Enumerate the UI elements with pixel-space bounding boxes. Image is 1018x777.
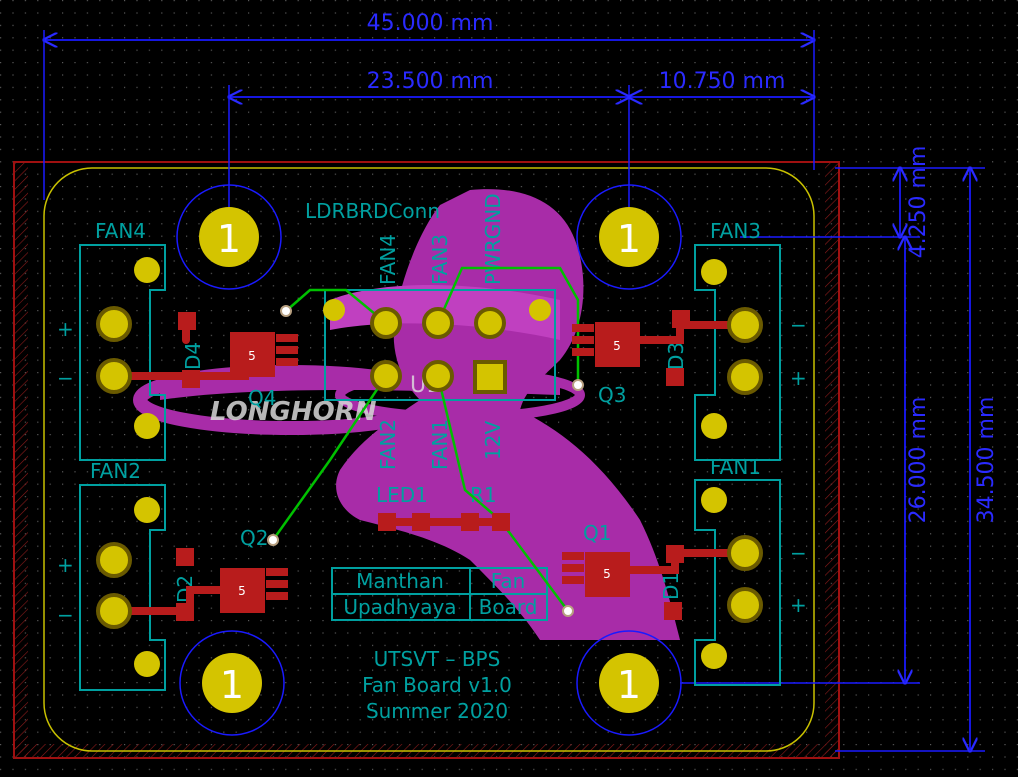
svg-text:1: 1: [617, 663, 641, 707]
pin-fan3-label: FAN3: [428, 234, 452, 285]
fan3-label: FAN3: [710, 219, 761, 243]
q3-label: Q3: [598, 383, 626, 407]
dim-hole-span-vertical: 26.000 mm: [906, 397, 931, 524]
name-fan: Fan: [491, 569, 526, 593]
silk-line1: UTSVT – BPS: [374, 647, 501, 671]
pin-fan1-label: FAN1: [428, 419, 452, 470]
name-board: Board: [479, 595, 538, 619]
led1-label: LED1: [376, 483, 428, 507]
dimensions: [44, 30, 985, 751]
main-connector-outline: [324, 289, 556, 401]
fan2-outline: [79, 484, 166, 691]
fan1-minus: −: [790, 541, 807, 565]
dim-top-offset: 4.250 mm: [906, 146, 931, 259]
logo-text: LONGHORN: [210, 397, 377, 427]
name-first: Manthan: [356, 569, 444, 593]
svg-text:1: 1: [217, 217, 241, 261]
d3-label: D3: [664, 342, 688, 370]
fan4-outline: [79, 244, 166, 461]
fan3-outline: [694, 244, 781, 461]
pin-fan2-label: FAN2: [376, 419, 400, 470]
fan4-minus: −: [57, 366, 74, 390]
fan2-plus: +: [57, 553, 74, 577]
silk-line3: Summer 2020: [366, 699, 508, 723]
fan2-minus: −: [57, 603, 74, 627]
dim-hole-span-right: 10.750 mm: [659, 69, 786, 94]
q2-fet: 5: [220, 568, 288, 613]
svg-text:1: 1: [220, 663, 244, 707]
dim-hole-span-left: 23.500 mm: [367, 69, 494, 94]
fan3-minus: −: [790, 313, 807, 337]
fan3-plus: +: [790, 366, 807, 390]
fan1-plus: +: [790, 593, 807, 617]
main-connector-label: LDRBRDConn: [305, 199, 440, 223]
fan1-label: FAN1: [710, 455, 761, 479]
d4-label: D4: [181, 342, 205, 370]
mounting-hole-br[interactable]: 1: [576, 630, 682, 736]
dim-overall-height: 34.500 mm: [974, 397, 999, 524]
fan4-label: FAN4: [95, 219, 146, 243]
mounting-hole-tr[interactable]: 1: [576, 184, 682, 290]
svg-text:5: 5: [248, 349, 256, 363]
pin-pwrgnd-label: PWRGND: [481, 193, 505, 285]
board-edge-cuts[interactable]: [43, 167, 815, 752]
q3-fet: 5: [572, 322, 640, 367]
pin-12v-label: 12V: [481, 421, 505, 460]
q4-label: Q4: [248, 386, 276, 410]
svg-text:5: 5: [603, 567, 611, 581]
svg-text:1: 1: [617, 217, 641, 261]
silk-line2: Fan Board v1.0: [362, 673, 512, 697]
pads[interactable]: [96, 257, 763, 677]
q2-label: Q2: [240, 526, 268, 550]
fan1-outline: [694, 479, 781, 686]
dim-overall-width: 45.000 mm: [367, 11, 494, 36]
mounting-hole-bl[interactable]: 1: [179, 630, 285, 736]
q1-fet: 5: [562, 552, 630, 597]
fan2-label: FAN2: [90, 459, 141, 483]
pin-fan4-label: FAN4: [376, 234, 400, 285]
small-components[interactable]: [176, 310, 690, 621]
fan4-plus: +: [57, 317, 74, 341]
d1-label: D1: [659, 572, 683, 600]
q1-label: Q1: [583, 521, 611, 545]
svg-text:5: 5: [238, 584, 246, 598]
name-last: Upadhyaya: [343, 595, 456, 619]
vias[interactable]: [267, 305, 584, 617]
r1-label: R1: [470, 483, 497, 507]
mosfets[interactable]: 5 5 5 5: [220, 322, 640, 613]
mounting-hole-tl[interactable]: 1: [176, 184, 282, 290]
q4-fet: 5: [230, 332, 298, 377]
svg-text:5: 5: [613, 339, 621, 353]
